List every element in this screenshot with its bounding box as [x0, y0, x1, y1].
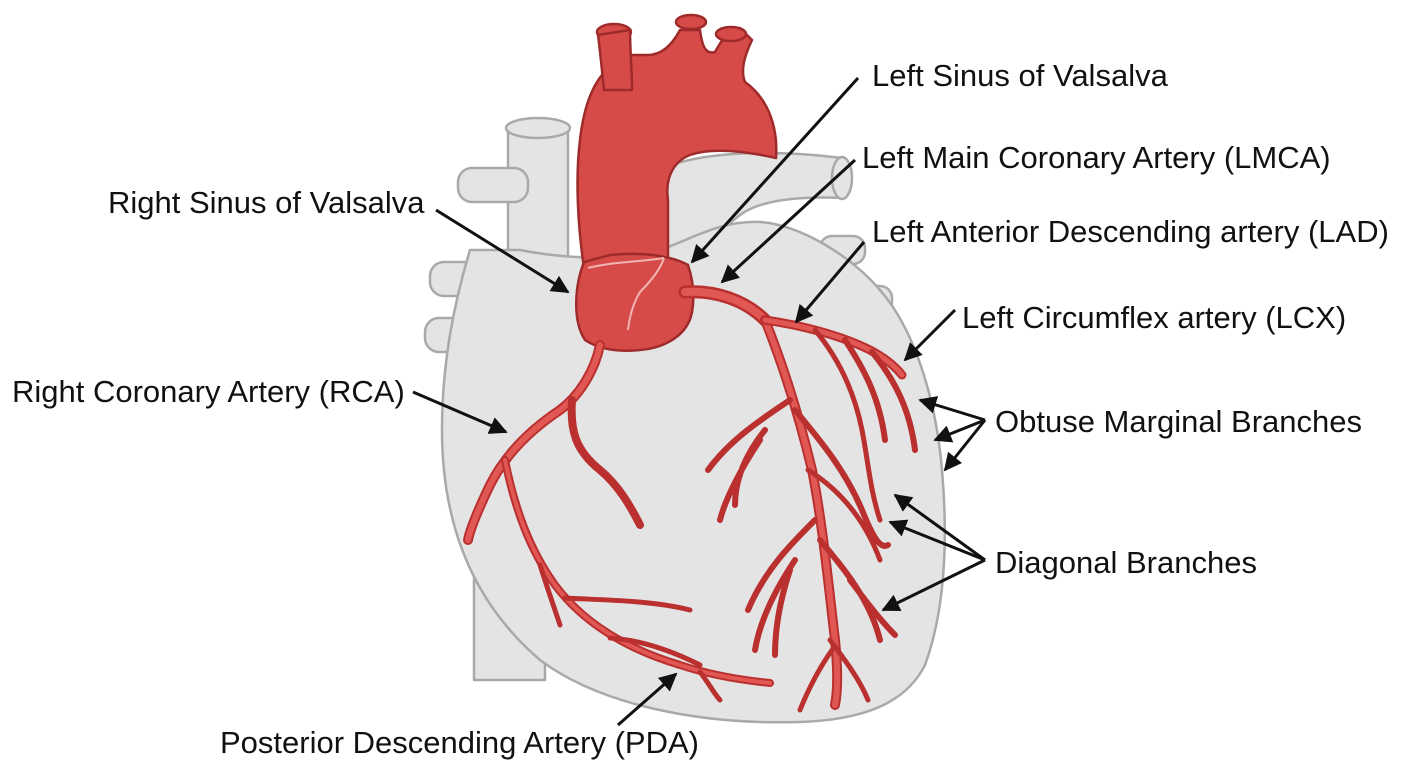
superior-vena-cava-opening	[506, 118, 570, 138]
label-lad: Left Anterior Descending artery (LAD)	[872, 214, 1389, 249]
label-left-sinus: Left Sinus of Valsalva	[872, 58, 1169, 93]
carotid-opening	[676, 15, 706, 29]
right-pulmonary-vein-upper	[458, 168, 528, 202]
label-lmca: Left Main Coronary Artery (LMCA)	[862, 140, 1331, 175]
arrow-lcx	[905, 310, 955, 360]
left-common-carotid	[598, 30, 632, 90]
label-diagonal: Diagonal Branches	[995, 545, 1257, 580]
label-right-sinus: Right Sinus of Valsalva	[108, 185, 425, 220]
label-obtuse: Obtuse Marginal Branches	[995, 404, 1362, 439]
label-lcx: Left Circumflex artery (LCX)	[962, 300, 1346, 335]
label-rca: Right Coronary Artery (RCA)	[12, 374, 405, 409]
subclavian-opening	[716, 27, 746, 41]
heart	[425, 118, 945, 722]
label-pda: Posterior Descending Artery (PDA)	[220, 725, 699, 760]
